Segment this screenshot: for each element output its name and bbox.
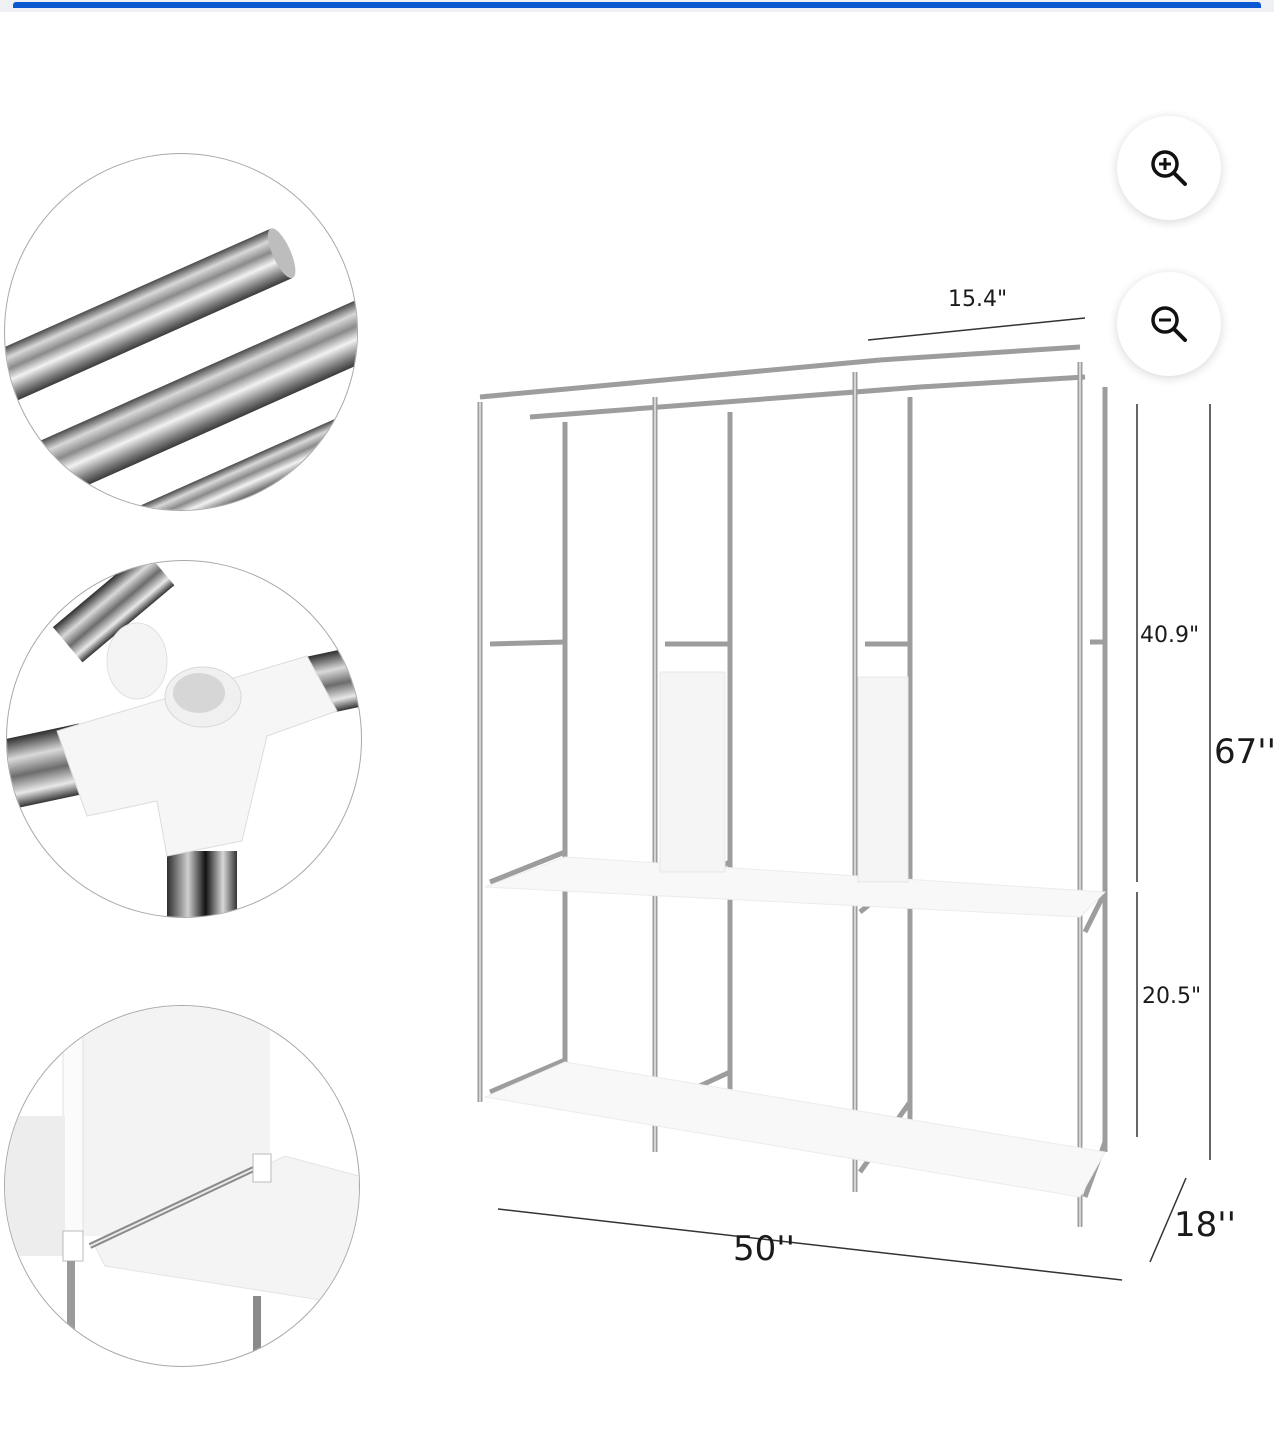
steel-tubes-image <box>5 228 357 510</box>
zoom-out-icon <box>1151 306 1187 342</box>
shelf-divider-image <box>5 1006 359 1366</box>
detail-callout-connector-joint <box>6 560 362 918</box>
zoom-in-icon <box>1151 150 1187 186</box>
dimension-depth-top: 15.4" <box>948 287 1008 312</box>
dimension-total-height: 67'' <box>1214 732 1274 772</box>
dimension-upper-height: 40.9" <box>1140 623 1200 648</box>
detail-callout-steel-tubes <box>4 153 358 511</box>
top-accent-line <box>13 2 1261 8</box>
zoom-out-button[interactable] <box>1117 272 1221 376</box>
zoom-in-button[interactable] <box>1117 116 1221 220</box>
detail-callout-shelf-divider <box>4 1005 360 1367</box>
dimension-width: 50'' <box>733 1229 795 1269</box>
wardrobe-rack-image <box>477 317 1211 1281</box>
connector-joint-image <box>7 561 361 917</box>
top-progress-bar <box>0 0 1274 12</box>
dimension-depth: 18'' <box>1174 1205 1236 1245</box>
image-viewer[interactable]: 15.4" 40.9" 67'' 20.5" 18'' 50'' <box>0 12 1274 1440</box>
dimension-lower-height: 20.5" <box>1142 984 1202 1009</box>
